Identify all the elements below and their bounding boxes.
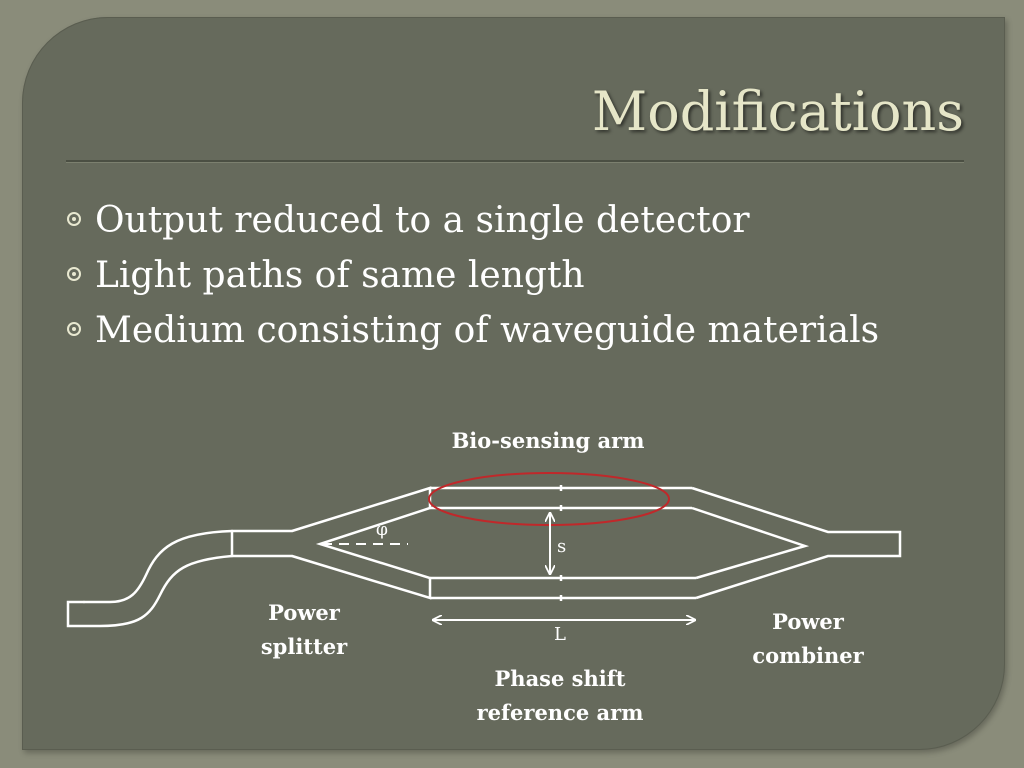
bullet-text: Output reduced to a single detector: [95, 200, 750, 241]
power-splitter-label: Power splitter: [260, 600, 348, 659]
power-combiner: [691, 486, 902, 600]
bullet-icon: [67, 267, 81, 281]
bio-sensing-arm-waveguide: [430, 485, 692, 511]
slide-title: Modifications: [591, 80, 964, 143]
bullet-item: Output reduced to a single detector: [65, 193, 879, 248]
angle-symbol: φ: [376, 520, 388, 540]
bullet-icon: [67, 322, 81, 336]
power-combiner-label: Power combiner: [752, 609, 864, 668]
reference-arm-label: Phase shift reference arm: [476, 666, 644, 725]
separation-symbol: s: [557, 536, 567, 557]
input-waveguide: [66, 529, 294, 628]
bullet-list: Output reduced to a single detector Ligh…: [65, 193, 879, 358]
length-symbol: L: [554, 624, 566, 645]
bullet-item: Light paths of same length: [65, 248, 879, 303]
title-divider: [66, 160, 964, 163]
bio-sensing-arm-label: Bio-sensing arm: [451, 428, 645, 453]
bullet-text: Light paths of same length: [95, 255, 585, 296]
slide-panel: [22, 17, 1005, 750]
bullet-icon: [67, 212, 81, 226]
reference-arm-waveguide: [430, 575, 696, 601]
bullet-text: Medium consisting of waveguide materials: [95, 310, 880, 351]
bullet-item: Medium consisting of waveguide materials: [65, 303, 879, 358]
